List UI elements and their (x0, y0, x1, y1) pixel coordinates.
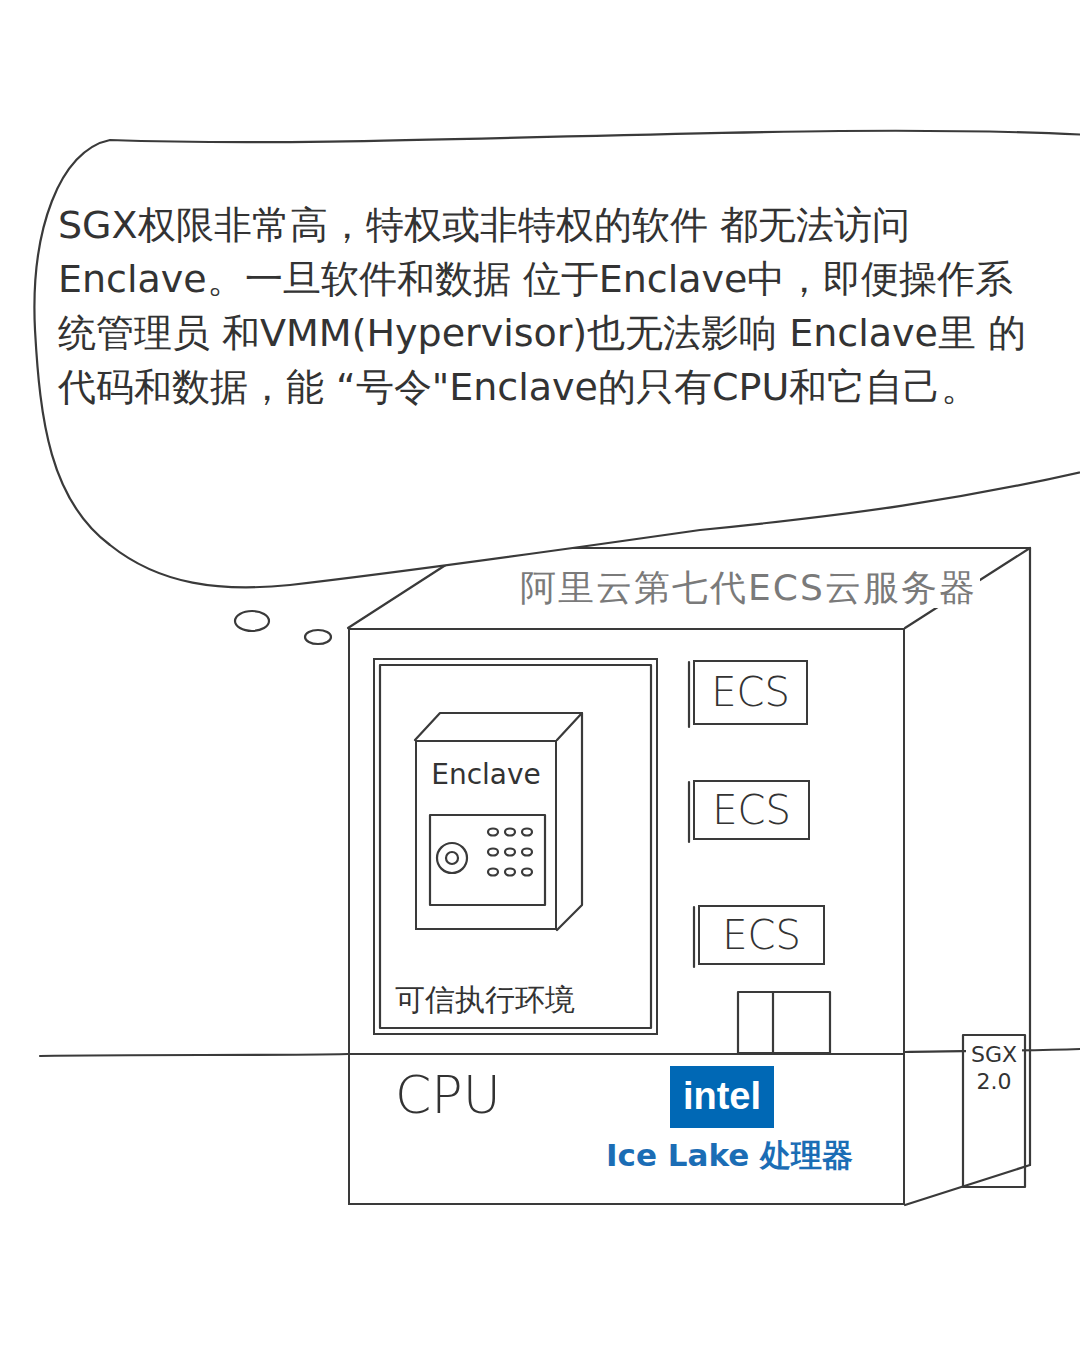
ground-line-stroke (40, 1054, 348, 1056)
node-text: ECS (700, 907, 823, 963)
server-cube-edges-stroke (1029, 548, 1031, 1165)
server-door (738, 992, 830, 1053)
safe-keypad-stroke (522, 869, 532, 876)
server-door-stroke (772, 992, 774, 1053)
thought-dots (235, 611, 331, 644)
ecs-sketch-edges-stroke (688, 662, 690, 727)
safe-keypad (488, 829, 532, 876)
server-cube-edges-stroke (905, 1165, 1030, 1205)
server-box: 阿里云第七代ECS云服务器可信执行环境EnclaveECSECSECSCPUIc… (348, 628, 905, 1205)
enclave-safe: Enclave (415, 740, 557, 930)
side-label: SGX 2.0 (966, 1041, 1022, 1095)
ecs-box: ECS (693, 660, 808, 725)
safe-keypad-stroke (522, 849, 532, 856)
node-subtext: Ice Lake 处理器 (606, 1137, 853, 1173)
node-text: 阿里云第七代ECS云服务器 (517, 568, 980, 608)
server-cube-edges (348, 548, 1030, 1205)
safe-keypad-stroke (505, 849, 515, 856)
node-text: CPU (395, 1065, 501, 1125)
safe-keypad-stroke (505, 829, 515, 836)
enclave-safe-body-stroke (437, 843, 467, 873)
sgx-side-panel-stroke (963, 1035, 1025, 1187)
node-text: ECS (695, 662, 806, 723)
safe-keypad-stroke (488, 869, 498, 876)
ecs-sketch-edges-stroke (693, 907, 695, 967)
intel-logo: intel (670, 1066, 774, 1128)
enclave-safe-body-stroke (415, 713, 582, 740)
speech-bubble: SGX权限非常高，特权或非特权的软件 都无法访问Enclave。一旦软件和数据 … (28, 128, 1080, 598)
ecs-box: ECS (693, 780, 810, 840)
enclave-safe-body (415, 713, 582, 930)
node-text: Enclave (417, 758, 555, 792)
enclave-safe-body-stroke (557, 713, 582, 930)
tee-inner-frame-stroke (380, 665, 651, 1028)
bubble-outline (28, 128, 1080, 598)
thought-dots-stroke (235, 611, 269, 631)
enclave-safe-body-stroke (446, 852, 458, 864)
bubble-outline-path (34, 131, 1080, 588)
trusted-env-panel: 可信执行环境 Enclave (373, 658, 658, 1035)
safe-keypad-stroke (488, 849, 498, 856)
cpu-band: CPU Ice Lake 处理器 intel (350, 1053, 903, 1203)
ecs-sketch-edges-stroke (688, 782, 690, 842)
safe-keypad-stroke (522, 829, 532, 836)
node-text: 可信执行环境 (395, 982, 575, 1018)
sgx-side-panel (963, 1035, 1025, 1187)
node-text: ECS (695, 782, 808, 838)
ecs-box: ECS (698, 905, 825, 965)
safe-keypad-stroke (505, 869, 515, 876)
node-text: SGX权限非常高，特权或非特权的软件 都无法访问Enclave。一旦软件和数据 … (58, 198, 1033, 414)
tee-inner-frame (380, 665, 651, 1028)
thought-dots-stroke (305, 630, 331, 644)
safe-keypad-stroke (488, 829, 498, 836)
node-text: intel (670, 1066, 774, 1126)
server-door-stroke (738, 992, 830, 1053)
enclave-safe-body-stroke (430, 815, 545, 905)
